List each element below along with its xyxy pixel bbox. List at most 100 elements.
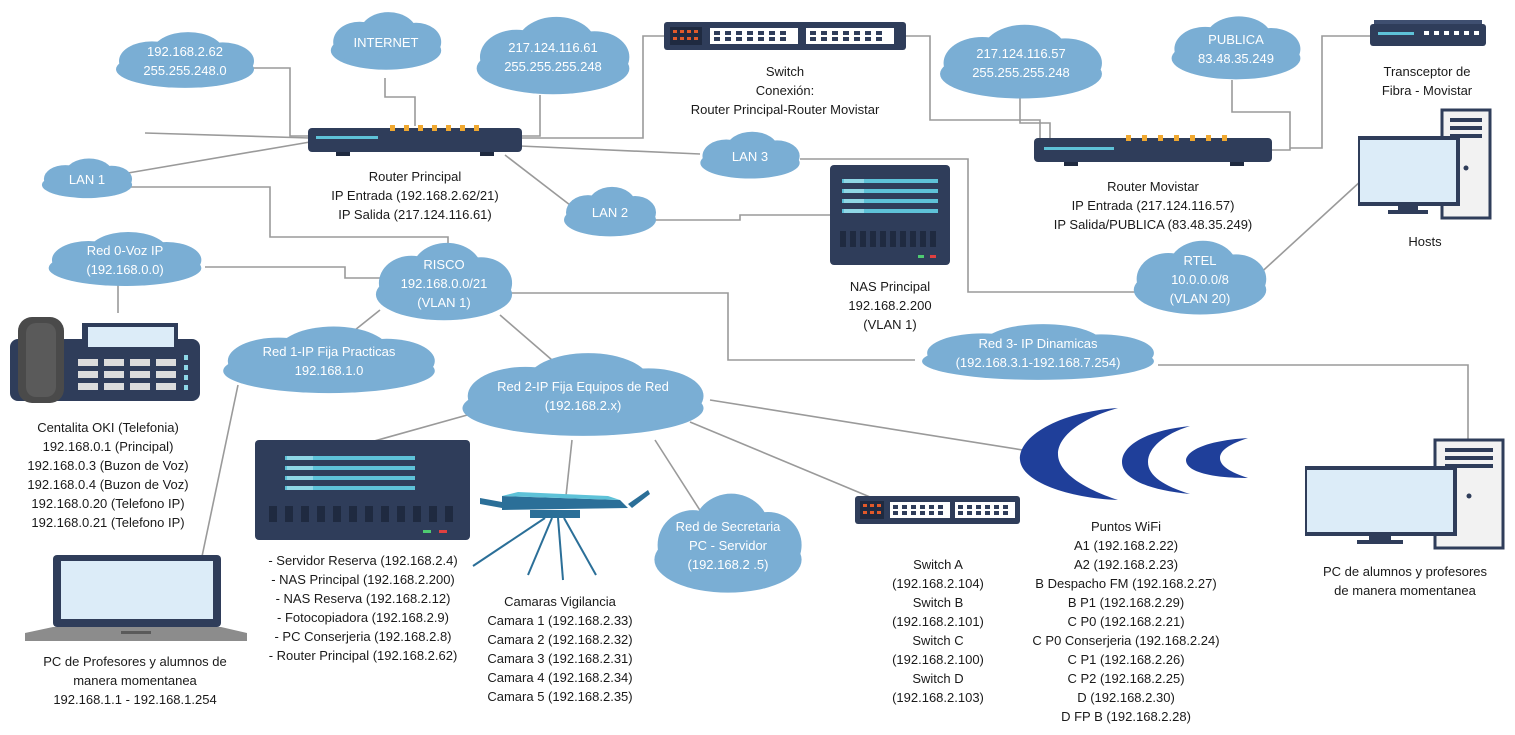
nas-reserva-icon (255, 440, 470, 540)
servidores-label: - Servidor Reserva (192.168.2.4) - NAS P… (250, 551, 476, 665)
label-line: 192.168.0.4 (Buzon de Voz) (27, 477, 189, 492)
label-line: Camaras Vigilancia (504, 594, 616, 609)
label-line: Switch B (912, 595, 964, 610)
camera-spokes (472, 517, 597, 581)
label-line: C P2 (192.168.2.25) (1067, 671, 1185, 686)
cloud-lan3: LAN 3 (696, 130, 804, 182)
link-ip57-movistar (1019, 95, 1051, 138)
label-line: C P0 (192.168.2.21) (1067, 614, 1185, 629)
cloud-line: (192.168.2.x) (544, 398, 622, 413)
router-principal-icon (308, 125, 522, 156)
label-line: Switch C (912, 633, 964, 648)
hosts-pc-icon (1358, 108, 1492, 220)
cloud-line: 217.124.116.57 (976, 46, 1066, 61)
cloud-lan1: LAN 1 (38, 157, 136, 201)
label-line: D FP B (192.168.2.28) (1061, 709, 1191, 724)
cloud-line: Red 2-IP Fija Equipos de Red (497, 379, 669, 394)
label-line: Switch A (913, 557, 963, 572)
link-risco-red2 (499, 314, 553, 361)
link-rtel-hosts (1254, 179, 1363, 279)
link-publica-movistar (1231, 80, 1291, 151)
link-router-lan2 (504, 154, 571, 206)
link-lan3-rtel (800, 158, 1135, 293)
label-line: Puntos WiFi (1090, 519, 1162, 534)
label-line: Camara 5 (192.168.2.35) (487, 689, 633, 704)
cloud-lan2: LAN 2 (560, 185, 660, 240)
phone-icon (10, 317, 200, 403)
label-line: - Fotocopiadora (192.168.2.9) (277, 610, 449, 625)
link-lan1-risco (128, 186, 449, 253)
pc-alumnos-label: PC de alumnos y profesores de manera mom… (1305, 562, 1505, 600)
label-line: Centalita OKI (Telefonia) (37, 420, 179, 435)
switch-top-icon (664, 22, 906, 50)
link-red2-switch (689, 421, 871, 498)
link-ip61-router (520, 95, 541, 137)
cloud-line: LAN 1 (68, 171, 106, 187)
label-line: Camara 3 (192.168.2.31) (487, 651, 633, 666)
label-line: B Despacho FM (192.168.2.27) (1035, 576, 1217, 591)
label-line: - NAS Reserva (192.168.2.12) (275, 591, 451, 606)
cloud-internet: INTERNET (326, 10, 446, 74)
transceptor-icon (1370, 20, 1486, 46)
link-red2-secretaria (654, 439, 704, 516)
cloud-red1: Red 1-IP Fija Practicas 192.168.1.0 (214, 324, 444, 398)
router-movistar-icon (1034, 135, 1272, 166)
label-line: (VLAN 1) (863, 317, 917, 332)
cloud-line: (192.168.3.1-192.168.7.254) (955, 355, 1121, 370)
label-line: 192.168.0.21 (Telefono IP) (31, 515, 185, 530)
label-line: IP Entrada (217.124.116.57) (1071, 198, 1235, 213)
label-line: B P1 (192.168.2.29) (1067, 595, 1185, 610)
label-line: PC de Profesores y alumnos de (43, 654, 227, 669)
hosts-label: Hosts (1380, 232, 1470, 251)
label-line: PC de alumnos y profesores (1322, 564, 1488, 579)
nas-principal-icon (830, 165, 950, 265)
label-line: - Router Principal (192.168.2.62) (268, 648, 458, 663)
cloud-line: 217.124.116.61 (508, 40, 598, 55)
cloud-line: RTEL (1183, 252, 1217, 268)
label-line: NAS Principal (849, 279, 931, 294)
link-switch-movistar (905, 35, 1041, 138)
transceptor-label: Transceptor de Fibra - Movistar (1352, 62, 1502, 100)
cloud-line: Red 3- IP Dinamicas (978, 336, 1098, 351)
label-line: manera momentanea (73, 673, 197, 688)
cloud-line: 192.168.1.0 (294, 363, 364, 378)
label-line: D (192.168.2.30) (1077, 690, 1175, 705)
label-line: C P1 (192.168.2.26) (1067, 652, 1185, 667)
cloud-line: 83.48.35.249 (1198, 51, 1274, 66)
cloud-line: 192.168.0.0/21 (400, 275, 488, 291)
label-line: 192.168.1.1 - 192.168.1.254 (53, 692, 217, 707)
laptop-icon (25, 555, 247, 641)
link-red3-pc (1158, 364, 1469, 440)
cloud-line: LAN 3 (731, 148, 769, 164)
label-line: - Servidor Reserva (192.168.2.4) (268, 553, 458, 568)
cloud-red2: Red 2-IP Fija Equipos de Red (192.168.2.x… (452, 350, 714, 442)
label-line: Router Principal (368, 169, 462, 184)
cloud-line: (192.168.2 .5) (687, 556, 769, 572)
link-risco-red3 (500, 292, 915, 361)
wifi-label: Puntos WiFi A1 (192.168.2.22) A2 (192.16… (1016, 517, 1236, 726)
cloud-line: Red 1-IP Fija Practicas (262, 344, 396, 359)
label-line: (192.168.2.100) (892, 652, 984, 667)
label-line: Hosts (1408, 234, 1442, 249)
label-line: Camara 4 (192.168.2.34) (487, 670, 633, 685)
label-line: Camara 2 (192.168.2.32) (487, 632, 633, 647)
label-line: - PC Conserjeria (192.168.2.8) (274, 629, 452, 644)
link-router-lan1 (127, 141, 311, 174)
label-line: Switch D (912, 671, 964, 686)
label-line: 192.168.0.3 (Buzon de Voz) (27, 458, 189, 473)
cloud-line: Red de Secretaria (675, 518, 781, 534)
label-line: - NAS Principal (192.168.2.200) (271, 572, 455, 587)
camaras-label: Camaras Vigilancia Camara 1 (192.168.2.3… (470, 592, 650, 706)
alumnos-pc-icon (1305, 438, 1505, 550)
cloud-line: (VLAN 20) (1169, 290, 1231, 306)
link-red1-laptop (199, 384, 239, 567)
label-line: (192.168.2.103) (892, 690, 984, 705)
centralita-label: Centalita OKI (Telefonia) 192.168.0.1 (P… (4, 418, 212, 532)
label-line: 192.168.0.1 (Principal) (42, 439, 174, 454)
